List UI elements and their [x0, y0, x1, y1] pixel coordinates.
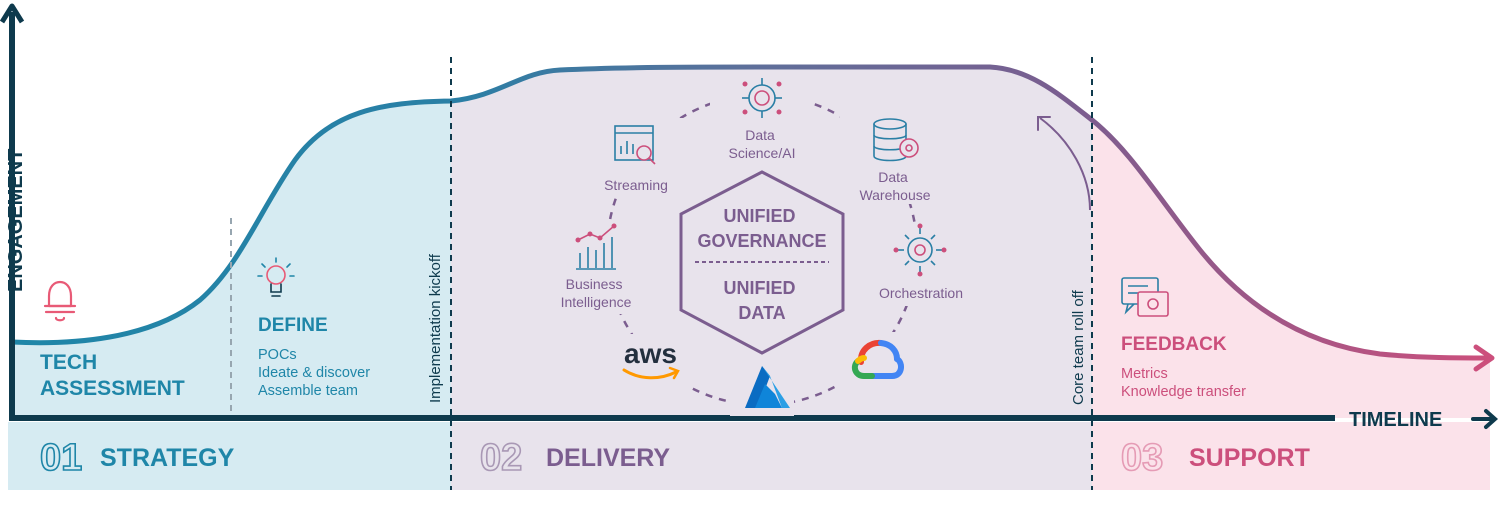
- define-item: Ideate & discover: [258, 365, 370, 381]
- data-science-icon: [742, 78, 782, 118]
- tech-line-1: TECH: [40, 351, 97, 374]
- hexagon-bottom-text: UNIFIED DATA: [723, 278, 800, 323]
- label-line: Warehouse: [859, 187, 930, 203]
- timeline-arrow-icon: [1471, 409, 1499, 429]
- engagement-label: ENGAGEMENT: [5, 149, 27, 292]
- ring-node-backgrounds: [548, 72, 978, 416]
- engagement-curve: [9, 64, 1493, 361]
- business-intelligence-label: Business Intelligence: [561, 276, 632, 310]
- hex-line: UNIFIED: [723, 278, 795, 298]
- define-item: Assemble team: [258, 383, 358, 399]
- phase-01-name: STRATEGY: [100, 444, 235, 472]
- tech-line-2: ASSESSMENT: [40, 377, 185, 400]
- hexagon-top-text: UNIFIED GOVERNANCE: [697, 206, 826, 251]
- strategy-band: [8, 422, 451, 490]
- data-warehouse-label: Data Warehouse: [859, 169, 930, 203]
- timeline-label: TIMELINE: [1349, 409, 1442, 431]
- feedback-item: Knowledge transfer: [1121, 384, 1246, 400]
- label-line: Science/AI: [729, 145, 796, 161]
- label-line: Intelligence: [561, 294, 632, 310]
- tech-assessment-title: TECH ASSESSMENT: [40, 351, 185, 400]
- feedback-item: Metrics: [1121, 366, 1168, 382]
- phase-03-number: 03: [1121, 437, 1163, 479]
- data-science-label: Data Science/AI: [729, 127, 796, 161]
- database-gear-icon: [873, 118, 919, 162]
- bi-chart-icon: [575, 223, 617, 270]
- phase-01-number: 01: [40, 437, 82, 479]
- implementation-kickoff-label: Implementation kickoff: [427, 253, 444, 403]
- strategy-area: [12, 101, 451, 418]
- delivery-band: [451, 422, 1092, 490]
- google-cloud-logo: [851, 339, 904, 379]
- label-line: Business: [566, 276, 623, 292]
- label-line: Data: [878, 169, 908, 185]
- orchestration-gear-icon: [893, 223, 947, 277]
- return-arrow: [1039, 117, 1091, 211]
- bell-icon: [43, 280, 77, 322]
- support-band: [1092, 422, 1490, 490]
- support-area: [1092, 120, 1490, 418]
- hex-line: UNIFIED: [723, 206, 795, 226]
- streaming-chart-icon: [614, 125, 656, 165]
- define-items: POCs Ideate & discover Assemble team: [258, 347, 374, 399]
- return-arrowhead: [1037, 116, 1051, 131]
- orchestration-label: Orchestration: [879, 285, 963, 301]
- streaming-label: Streaming: [604, 177, 668, 193]
- aws-logo-text: aws: [624, 338, 677, 369]
- phase-02-number: 02: [480, 437, 522, 479]
- feedback-chat-icon: [1121, 277, 1169, 317]
- core-team-roll-off-label: Core team roll off: [1070, 289, 1087, 405]
- hex-line: GOVERNANCE: [697, 231, 826, 251]
- label-line: Data: [745, 127, 775, 143]
- azure-logo: [745, 366, 790, 408]
- y-axis-arrowhead: [0, 3, 25, 24]
- define-title: DEFINE: [258, 315, 328, 336]
- phase-03-name: SUPPORT: [1189, 444, 1310, 472]
- curve-arrowhead: [1473, 344, 1495, 372]
- feedback-items: Metrics Knowledge transfer: [1121, 366, 1246, 400]
- bulb-icon: [257, 257, 295, 297]
- define-item: POCs: [258, 347, 297, 363]
- feedback-title: FEEDBACK: [1121, 334, 1227, 355]
- aws-logo: aws: [622, 338, 680, 380]
- hex-line: DATA: [738, 303, 785, 323]
- phase-02-name: DELIVERY: [546, 444, 670, 472]
